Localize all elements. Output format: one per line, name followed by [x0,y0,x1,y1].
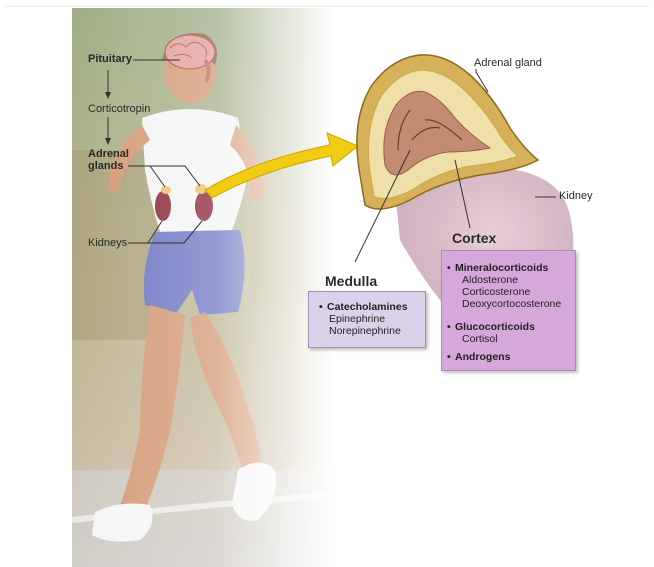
label-medulla: Medulla [325,273,377,289]
cortex-heading-mineralocorticoids: Mineralocorticoids [455,262,548,275]
label-adrenal-glands: Adrenal glands [88,148,129,172]
label-adrenal-glands-line1: Adrenal [88,148,129,160]
cortex-item: Corticosterone [462,286,530,299]
medulla-item: Norepinephrine [329,325,401,338]
cortex-item: Cortisol [462,333,498,346]
label-adrenal-gland: Adrenal gland [474,57,542,69]
cortex-hormone-box: Mineralocorticoids Aldosterone Corticost… [441,250,576,371]
cortex-item: Aldosterone [462,274,518,287]
label-pituitary: Pituitary [88,53,132,65]
cortex-item: Deoxycortocosterone [462,298,561,311]
medulla-item: Epinephrine [329,313,385,326]
medulla-hormone-box: Catecholamines Epinephrine Norepinephrin… [308,291,426,348]
label-cortex: Cortex [452,230,496,246]
cortex-heading-glucocorticoids: Glucocorticoids [455,321,535,334]
label-corticotropin: Corticotropin [88,103,150,115]
label-kidneys: Kidneys [88,237,127,249]
cortex-heading-androgens: Androgens [455,351,510,364]
medulla-heading: Catecholamines [327,301,408,314]
label-kidney: Kidney [559,190,593,202]
label-adrenal-glands-line2: glands [88,160,129,172]
